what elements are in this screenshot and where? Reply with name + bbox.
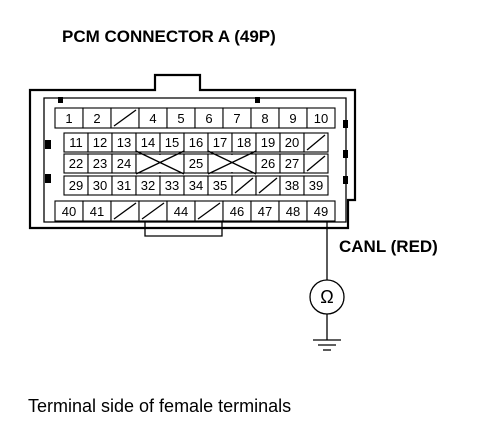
notch-1 bbox=[58, 97, 63, 103]
left-latch-upper bbox=[45, 140, 51, 149]
terminal-number: 12 bbox=[93, 135, 107, 150]
terminal-number: 29 bbox=[69, 178, 83, 193]
terminal-number: 7 bbox=[233, 111, 240, 126]
terminal-number: 1 bbox=[65, 111, 72, 126]
unused-terminal-slash bbox=[197, 202, 221, 220]
terminal-number: 9 bbox=[289, 111, 296, 126]
terminal-number: 27 bbox=[285, 156, 299, 171]
unused-terminal-slash bbox=[113, 202, 137, 220]
right-latch-top bbox=[343, 120, 348, 128]
terminal-cell bbox=[303, 175, 329, 196]
right-latch-bottom bbox=[343, 176, 348, 184]
caption: Terminal side of female terminals bbox=[28, 396, 291, 416]
unused-terminal-slash bbox=[306, 134, 326, 151]
terminal-number: 30 bbox=[93, 178, 107, 193]
terminal-number: 35 bbox=[213, 178, 227, 193]
terminal-number: 47 bbox=[258, 204, 272, 219]
connector-housing bbox=[28, 73, 357, 230]
terminal-number: 15 bbox=[165, 135, 179, 150]
unused-terminal-slash bbox=[258, 177, 278, 194]
terminal-number: 4 bbox=[149, 111, 156, 126]
merged-cell-bg bbox=[209, 155, 255, 172]
terminal-number: 44 bbox=[174, 204, 188, 219]
signal-label: CANL (RED) bbox=[339, 237, 438, 256]
unused-terminal-cross bbox=[207, 150, 257, 175]
connector-inner-outline bbox=[43, 97, 347, 223]
terminal-number: 32 bbox=[141, 178, 155, 193]
terminal-number: 34 bbox=[189, 178, 203, 193]
terminal-number: 40 bbox=[62, 204, 76, 219]
terminal-cell bbox=[306, 200, 336, 222]
right-latch-mid bbox=[343, 150, 348, 158]
terminal-number: 2 bbox=[93, 111, 100, 126]
notch-2 bbox=[255, 97, 260, 103]
terminal-number: 41 bbox=[90, 204, 104, 219]
terminal-number: 24 bbox=[117, 156, 131, 171]
unused-terminal-cross bbox=[135, 150, 185, 175]
unused-terminal-slash bbox=[234, 177, 254, 194]
terminal-number: 8 bbox=[261, 111, 268, 126]
terminal-number: 13 bbox=[117, 135, 131, 150]
unused-terminal-slash bbox=[113, 109, 137, 127]
terminal-number: 16 bbox=[189, 135, 203, 150]
left-latch-lower bbox=[45, 174, 51, 183]
unused-terminal-slash bbox=[141, 202, 165, 220]
terminal-number: 11 bbox=[69, 135, 83, 150]
terminal-number: 10 bbox=[314, 111, 328, 126]
terminal-number: 18 bbox=[237, 135, 251, 150]
terminal-number: 20 bbox=[285, 135, 299, 150]
terminal-number: 31 bbox=[117, 178, 131, 193]
terminal-number: 39 bbox=[309, 178, 323, 193]
terminal-number: 22 bbox=[69, 156, 83, 171]
terminal-number: 48 bbox=[286, 204, 300, 219]
terminal-number: 5 bbox=[177, 111, 184, 126]
terminal-number: 46 bbox=[230, 204, 244, 219]
connector-bottom-tab bbox=[144, 222, 223, 237]
terminal-number: 17 bbox=[213, 135, 227, 150]
diagram-title: PCM CONNECTOR A (49P) bbox=[62, 27, 276, 46]
terminal-number: 26 bbox=[261, 156, 275, 171]
terminal-number: 23 bbox=[93, 156, 107, 171]
terminal-number: 6 bbox=[205, 111, 212, 126]
ohm-icon: Ω bbox=[320, 287, 333, 307]
terminal-number: 33 bbox=[165, 178, 179, 193]
terminal-number: 19 bbox=[261, 135, 275, 150]
terminal-number: 25 bbox=[189, 156, 203, 171]
unused-terminal-slash bbox=[306, 155, 326, 172]
terminal-cell bbox=[306, 107, 336, 129]
terminal-number: 14 bbox=[141, 135, 155, 150]
merged-cell-bg bbox=[137, 155, 183, 172]
terminal-number: 49 bbox=[314, 204, 328, 219]
terminal-number: 38 bbox=[285, 178, 299, 193]
